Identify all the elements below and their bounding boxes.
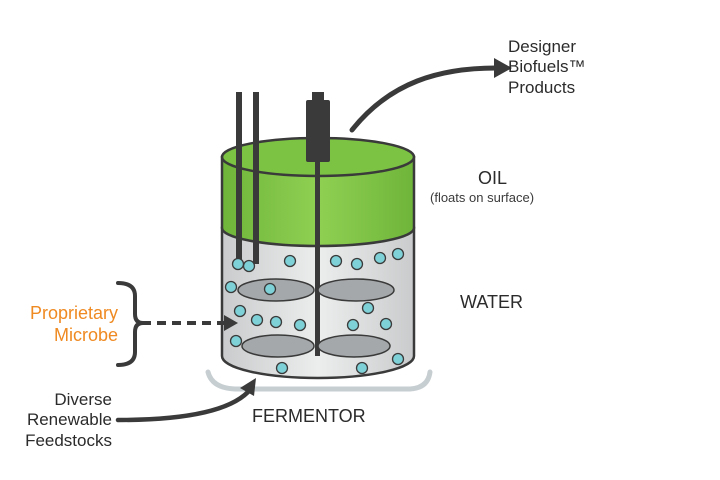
stirrer-motor	[306, 100, 330, 162]
microbe-cell	[283, 254, 297, 268]
microbe-cell	[231, 257, 245, 271]
microbe-cell	[391, 352, 405, 366]
microbe-cell	[269, 315, 283, 329]
products-label-line: Biofuels™	[508, 57, 586, 77]
fermentor-label: FERMENTOR	[252, 406, 366, 426]
microbe-cell	[263, 282, 277, 296]
stirrer-shaft	[315, 160, 320, 356]
feedstock-arrow	[115, 389, 251, 423]
microbe-cell	[361, 301, 375, 315]
products-arrow	[349, 65, 499, 133]
products-label-line: Products	[508, 77, 576, 97]
microbe-bracket	[116, 281, 144, 367]
microbe-cell	[329, 254, 343, 268]
impeller-blade	[317, 334, 391, 358]
microbe-cell	[250, 313, 264, 327]
products-label: Designer Biofuels™ Products	[508, 37, 585, 98]
oil-note: (floats on surface)	[430, 190, 535, 205]
microbe-cell	[275, 361, 289, 375]
oil-label: OIL	[478, 168, 508, 188]
microbe-cell	[224, 280, 238, 294]
microbe-cell	[229, 334, 243, 348]
feedstocks-label-line: Renewable	[26, 410, 112, 430]
feedstock-arrowhead	[240, 378, 256, 396]
feedstocks-label: Diverse Renewable Feedstocks	[10, 390, 112, 451]
probe-tube-left	[236, 92, 242, 264]
microbe-cell	[391, 247, 405, 261]
microbe-cell	[350, 257, 364, 271]
impeller-blade	[241, 334, 315, 358]
microbe-cell	[379, 317, 393, 331]
microbe-label: Proprietary Microbe	[10, 303, 118, 346]
microbe-cell	[233, 304, 247, 318]
microbe-cell	[293, 318, 307, 332]
microbe-label-line: Microbe	[53, 324, 118, 345]
feedstocks-label-line: Feedstocks	[25, 430, 112, 450]
stirrer-cap	[312, 92, 324, 102]
feedstocks-label-line: Diverse	[54, 390, 112, 409]
products-label-line: Designer	[508, 37, 577, 56]
water-label: WATER	[460, 292, 523, 312]
microbe-cell	[373, 251, 387, 265]
impeller-blade	[317, 278, 395, 302]
products-arrowhead	[494, 58, 512, 78]
microbe-label-line: Proprietary	[29, 303, 118, 323]
probe-tube-right	[253, 92, 259, 264]
microbe-cell	[242, 259, 256, 273]
microbe-cells	[224, 247, 405, 375]
microbe-cell	[355, 361, 369, 375]
fermentor-base	[205, 369, 433, 392]
microbe-cell	[346, 318, 360, 332]
microbe-arrowhead	[224, 315, 238, 331]
